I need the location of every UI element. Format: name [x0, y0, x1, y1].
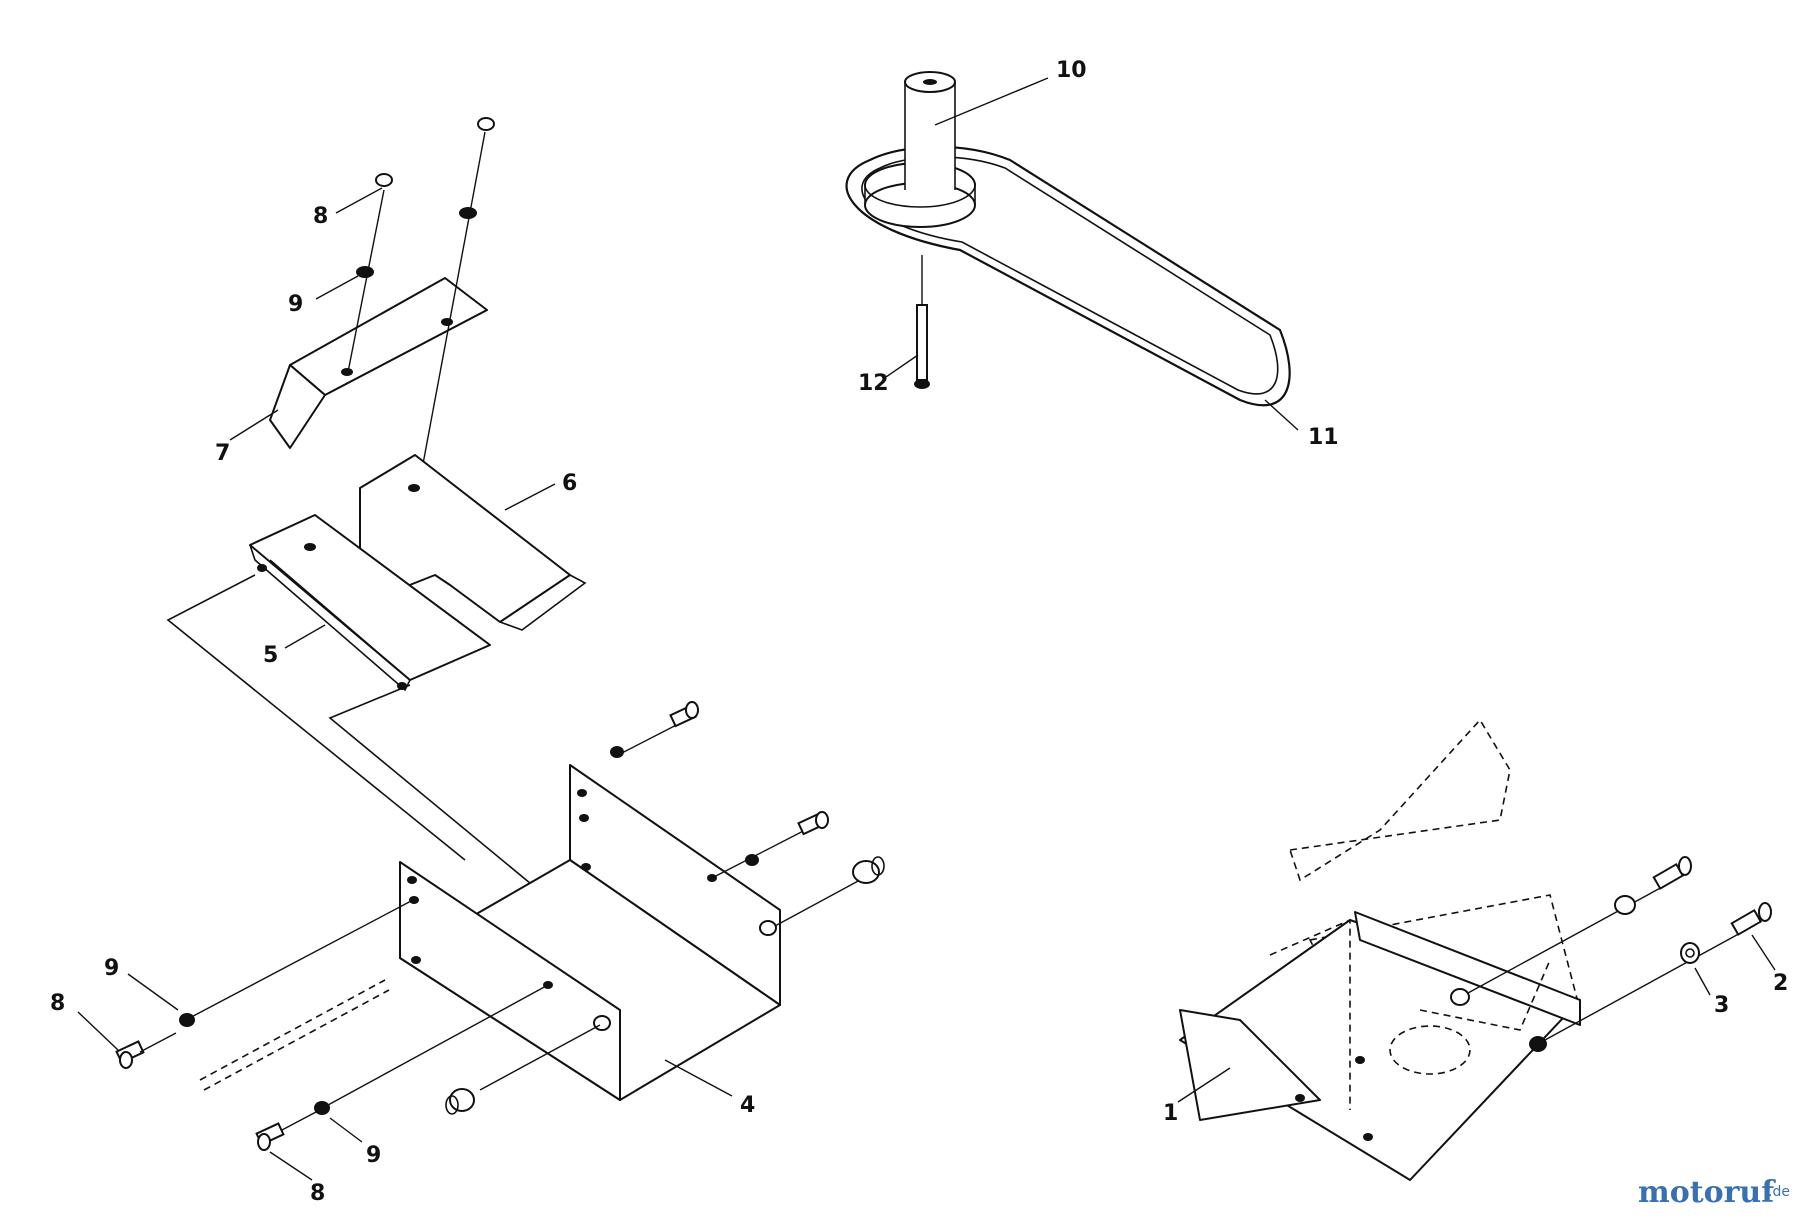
fasteners-frame-1	[1467, 856, 1772, 1041]
watermark-text: motoruf	[1638, 1175, 1776, 1210]
callout-6: 6	[562, 471, 577, 496]
leader-lines	[77, 77, 1776, 1181]
bracket-7	[269, 277, 488, 449]
callout-11: 11	[1308, 425, 1339, 450]
callout-2: 2	[1773, 971, 1788, 996]
plate-5	[249, 514, 491, 692]
watermark-suffix: .de	[1768, 1184, 1790, 1200]
callout-3: 3	[1714, 993, 1729, 1018]
callout-10: 10	[1056, 58, 1087, 83]
callout-8-left: 8	[50, 991, 65, 1016]
watermark: motoruf .de	[1638, 1175, 1790, 1210]
callout-9-upper: 9	[288, 292, 303, 317]
fastener-8-9-upper	[347, 117, 495, 481]
callout-5: 5	[263, 643, 278, 668]
bracket-4	[399, 764, 781, 1101]
bolt-12	[914, 255, 930, 389]
callout-7: 7	[215, 441, 230, 466]
callout-8-bottom: 8	[310, 1181, 325, 1206]
callout-1: 1	[1163, 1101, 1178, 1126]
callout-9-bottom: 9	[366, 1143, 381, 1168]
callout-9-left: 9	[104, 956, 119, 981]
frame-1	[1179, 718, 1581, 1181]
callout-labels: 10 11 12 8 9 7 6 5 4 8 9 8 9 1 2 3	[50, 58, 1788, 1206]
callout-12: 12	[858, 371, 889, 396]
pulley-10	[864, 71, 976, 228]
fasteners-bracket-4	[115, 701, 885, 1151]
callout-4: 4	[740, 1093, 755, 1118]
callout-8-upper: 8	[313, 204, 328, 229]
